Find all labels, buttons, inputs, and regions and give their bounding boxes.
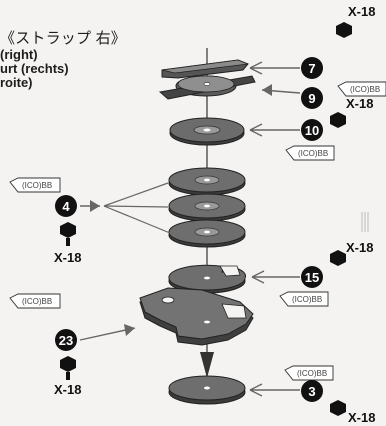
leader-line [103, 205, 171, 234]
svg-text:23: 23 [59, 333, 73, 348]
glue-tube-icon: (ICO)BB [284, 365, 334, 381]
callout-9: 9 [301, 87, 323, 109]
callout-23: 23 [55, 329, 77, 351]
glue-tube-icon: (ICO)BB [9, 177, 61, 193]
part-10-disc [169, 117, 245, 146]
step-title: 《ストラップ 右》 (right) urt (rechts) roite) [0, 30, 150, 90]
callout-7: 7 [301, 57, 323, 79]
arrow-15 [251, 270, 300, 284]
part-3-base-disc [168, 375, 246, 405]
svg-text:7: 7 [308, 61, 315, 76]
title-japanese: 《ストラップ 右》 [0, 30, 126, 47]
svg-text:3: 3 [308, 384, 315, 399]
x18-nut-icon [330, 400, 346, 416]
glue-tube-icon: (ICO)BB [337, 81, 386, 97]
x18-nut-icon [330, 112, 346, 128]
leader-line [103, 182, 169, 207]
part-23-bracket [139, 287, 254, 346]
callout-15: 15 [301, 266, 323, 288]
x18-nut-icon [330, 250, 346, 266]
title-french: roite) [0, 75, 33, 90]
x18-label: X-18 [54, 250, 81, 265]
leader-line [103, 205, 169, 208]
x18-label: X-18 [346, 96, 373, 111]
down-arrow [200, 352, 214, 378]
svg-text:4: 4 [62, 199, 70, 214]
glue-tube-icon: (ICO)BB [279, 291, 329, 307]
svg-text:(ICO)BB: (ICO)BB [298, 149, 328, 158]
callout-10: 10 [301, 119, 323, 141]
glue-tube-icon: (ICO)BB [285, 145, 335, 161]
svg-text:(ICO)BB: (ICO)BB [22, 297, 52, 306]
x18-nut-icon [336, 22, 352, 38]
svg-text:9: 9 [308, 91, 315, 106]
arrow-7 [249, 61, 300, 75]
x18-nut-icon [60, 356, 76, 380]
svg-text:(ICO)BB: (ICO)BB [297, 369, 327, 378]
x18-label: X-18 [348, 410, 375, 425]
svg-text:(ICO)BB: (ICO)BB [350, 85, 380, 94]
arrow-10 [249, 123, 300, 137]
callout-3: 3 [301, 380, 323, 402]
x18-label: X-18 [346, 240, 373, 255]
arrow-3 [249, 383, 300, 397]
title-english: (right) [0, 47, 38, 62]
part-4-disc-stack [168, 167, 246, 248]
svg-text:15: 15 [305, 270, 319, 285]
x18-label: X-18 [54, 382, 81, 397]
glue-tube-icon: (ICO)BB [9, 293, 61, 309]
part-15-notched-disc [168, 264, 247, 294]
svg-text:(ICO)BB: (ICO)BB [22, 181, 52, 190]
svg-text:(ICO)BB: (ICO)BB [292, 295, 322, 304]
title-german: urt (rechts) [0, 61, 69, 76]
part-9-lever [158, 75, 256, 100]
callout-4: 4 [55, 195, 77, 217]
x18-nut-icon [60, 222, 76, 246]
x18-label: X-18 [348, 4, 375, 19]
svg-text:10: 10 [305, 123, 319, 138]
part-7-arm [161, 59, 249, 79]
